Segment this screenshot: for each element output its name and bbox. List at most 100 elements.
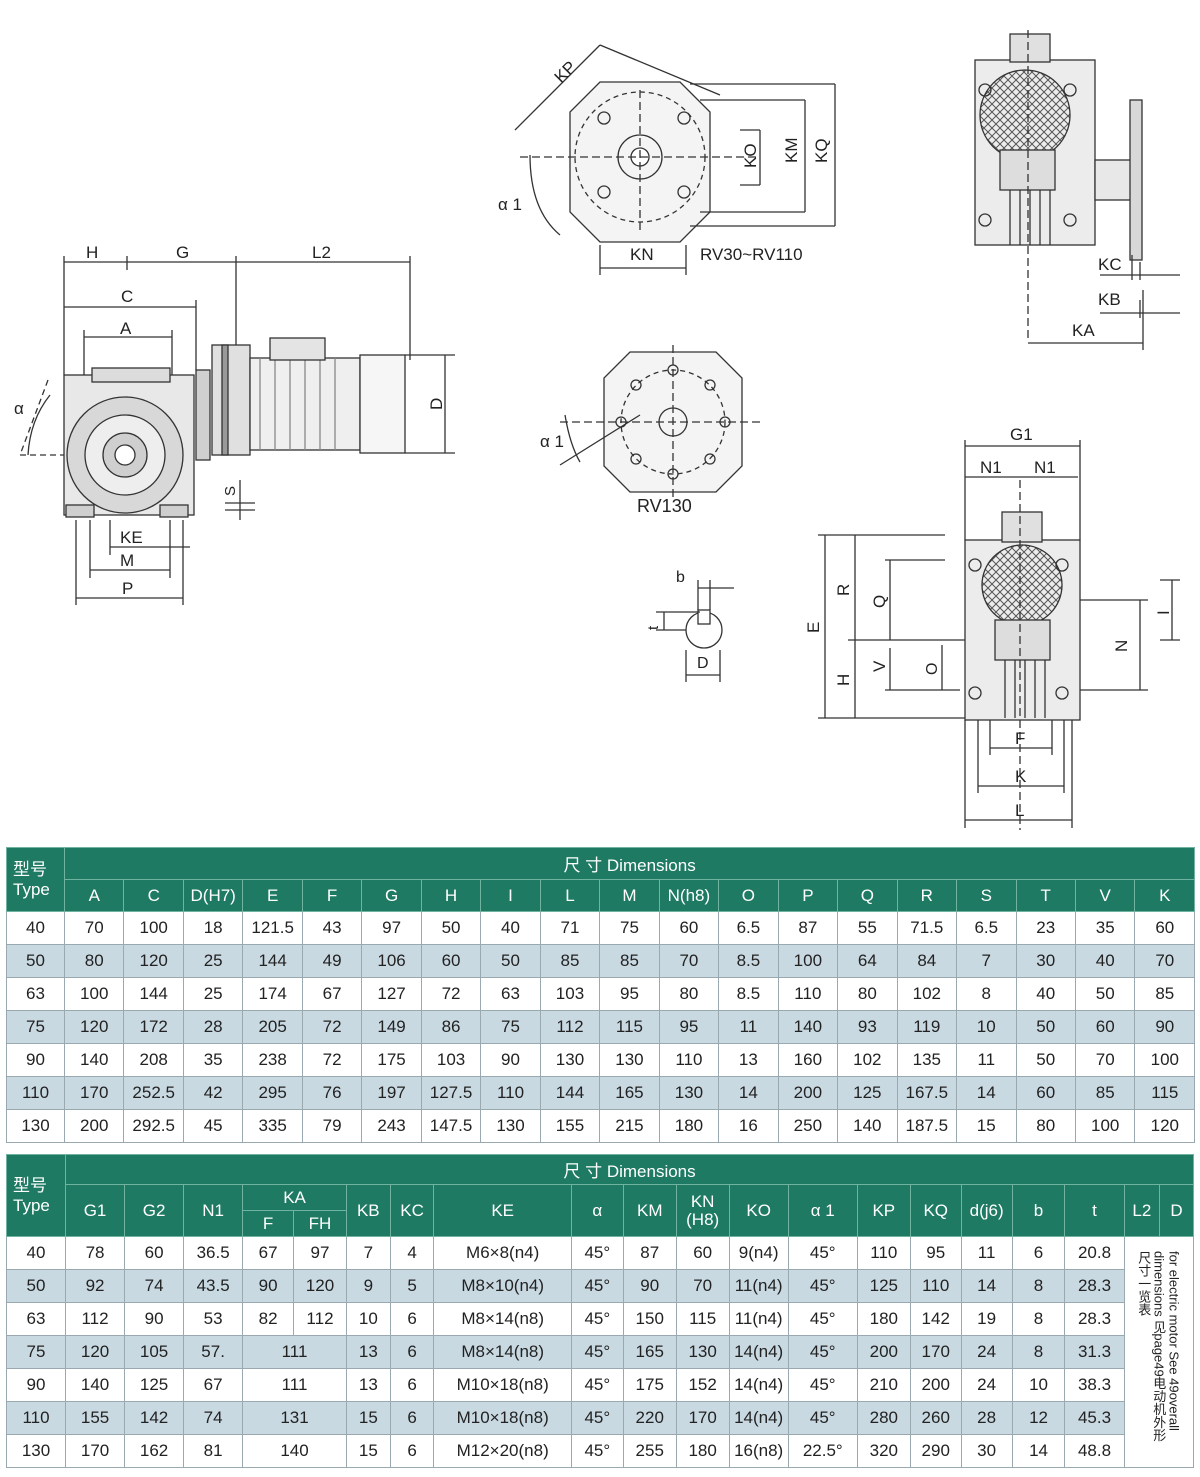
type-cell: 130: [5, 1434, 67, 1468]
value-cell: 50: [1015, 1043, 1076, 1077]
value-cell: 320: [856, 1434, 911, 1468]
value-cell: 50: [1015, 1010, 1076, 1044]
dim-S: S: [222, 486, 239, 496]
value-cell: 140: [837, 1109, 898, 1143]
value-cell: 50: [1074, 977, 1136, 1011]
value-cell: 197: [361, 1076, 422, 1110]
dim-I: I: [1154, 610, 1173, 615]
value-cell: 15: [956, 1109, 1017, 1143]
value-cell: 200: [909, 1368, 962, 1402]
col-G1: G1: [65, 1184, 126, 1237]
col-header: S: [956, 879, 1017, 912]
col-alpha1: α 1: [787, 1184, 858, 1237]
value-cell: 67: [301, 977, 363, 1011]
col-header: F: [301, 879, 363, 912]
dim-D-shaft: D: [697, 655, 709, 672]
type-cell: 90: [5, 1368, 67, 1402]
dimensions-header: 尺 寸 Dimensions: [63, 847, 1196, 880]
value-cell: 131: [242, 1401, 347, 1435]
value-cell: 8: [1011, 1302, 1066, 1336]
type-cell: 110: [5, 1401, 67, 1435]
dim-P: P: [122, 579, 133, 598]
value-cell: 60: [658, 911, 720, 945]
dim-N1-right: N1: [1034, 458, 1056, 477]
value-cell: 140: [777, 1010, 839, 1044]
value-cell: 105: [124, 1335, 185, 1369]
value-cell: 125: [856, 1269, 911, 1303]
value-cell: 85: [539, 944, 601, 978]
col-N1: N1: [183, 1184, 244, 1237]
range-label: RV30~RV110: [700, 245, 803, 264]
dim-A: A: [120, 319, 132, 338]
value-cell: 115: [675, 1302, 730, 1336]
value-cell: 290: [909, 1434, 962, 1468]
value-cell: 140: [65, 1368, 126, 1402]
value-cell: 110: [856, 1236, 911, 1270]
value-cell: 72: [301, 1010, 363, 1044]
value-cell: M10×18(n8): [433, 1368, 572, 1402]
front-view-bottom-right: G1 N1 N1 E R Q H V O I N F K L: [804, 425, 1180, 830]
col-KM: KM: [622, 1184, 677, 1237]
dim-KN: KN: [630, 245, 654, 264]
dim-R: R: [834, 584, 853, 596]
value-cell: 140: [242, 1434, 347, 1468]
value-cell: 22.5°: [787, 1434, 858, 1468]
value-cell: 112: [65, 1302, 126, 1336]
value-cell: 125: [837, 1076, 898, 1110]
value-cell: 45°: [570, 1368, 624, 1402]
value-cell: 92: [65, 1269, 126, 1303]
value-cell: 174: [242, 977, 303, 1011]
dim-E: E: [804, 622, 823, 633]
value-cell: 142: [909, 1302, 962, 1336]
value-cell: 110: [777, 977, 839, 1011]
value-cell: 120: [1134, 1109, 1196, 1143]
value-cell: 106: [361, 944, 422, 978]
value-cell: 11: [956, 1043, 1017, 1077]
value-cell: 130: [658, 1076, 720, 1110]
value-cell: 142: [124, 1401, 185, 1435]
value-cell: 100: [777, 944, 839, 978]
value-cell: 45°: [570, 1269, 624, 1303]
value-cell: 14: [1011, 1434, 1066, 1468]
value-cell: 14(n4): [728, 1335, 789, 1369]
type-header-2: 型号 Type: [5, 1154, 67, 1237]
value-cell: 55: [837, 911, 898, 945]
col-alpha: α: [570, 1184, 624, 1237]
value-cell: 95: [658, 1010, 720, 1044]
value-cell: 165: [622, 1335, 677, 1369]
value-cell: 28: [182, 1010, 244, 1044]
value-cell: 102: [896, 977, 958, 1011]
value-cell: 72: [420, 977, 482, 1011]
value-cell: 155: [539, 1109, 601, 1143]
dim-Q: Q: [870, 595, 889, 608]
value-cell: 6: [389, 1335, 435, 1369]
value-cell: 130: [539, 1043, 601, 1077]
type-cell: 75: [6, 1010, 65, 1044]
value-cell: M6×8(n4): [433, 1236, 572, 1270]
value-cell: 165: [599, 1076, 660, 1110]
col-KO: KO: [728, 1184, 789, 1237]
value-cell: 12: [1011, 1401, 1066, 1435]
value-cell: 162: [124, 1434, 185, 1468]
value-cell: 87: [622, 1236, 677, 1270]
value-cell: 149: [361, 1010, 422, 1044]
value-cell: 170: [65, 1434, 126, 1468]
value-cell: 6.5: [956, 911, 1017, 945]
dim-G1: G1: [1010, 425, 1033, 444]
dimensions-header-2: 尺 寸 Dimensions: [65, 1154, 1194, 1185]
value-cell: 57.: [183, 1335, 244, 1369]
col-KP: KP: [856, 1184, 911, 1237]
value-cell: 45°: [570, 1302, 624, 1336]
value-cell: 45°: [570, 1335, 624, 1369]
dim-C: C: [121, 287, 133, 306]
col-KC: KC: [389, 1184, 435, 1237]
value-cell: 70: [1074, 1043, 1136, 1077]
value-cell: 75: [480, 1010, 541, 1044]
value-cell: 6: [389, 1401, 435, 1435]
value-cell: 60: [124, 1236, 185, 1270]
value-cell: 200: [856, 1335, 911, 1369]
